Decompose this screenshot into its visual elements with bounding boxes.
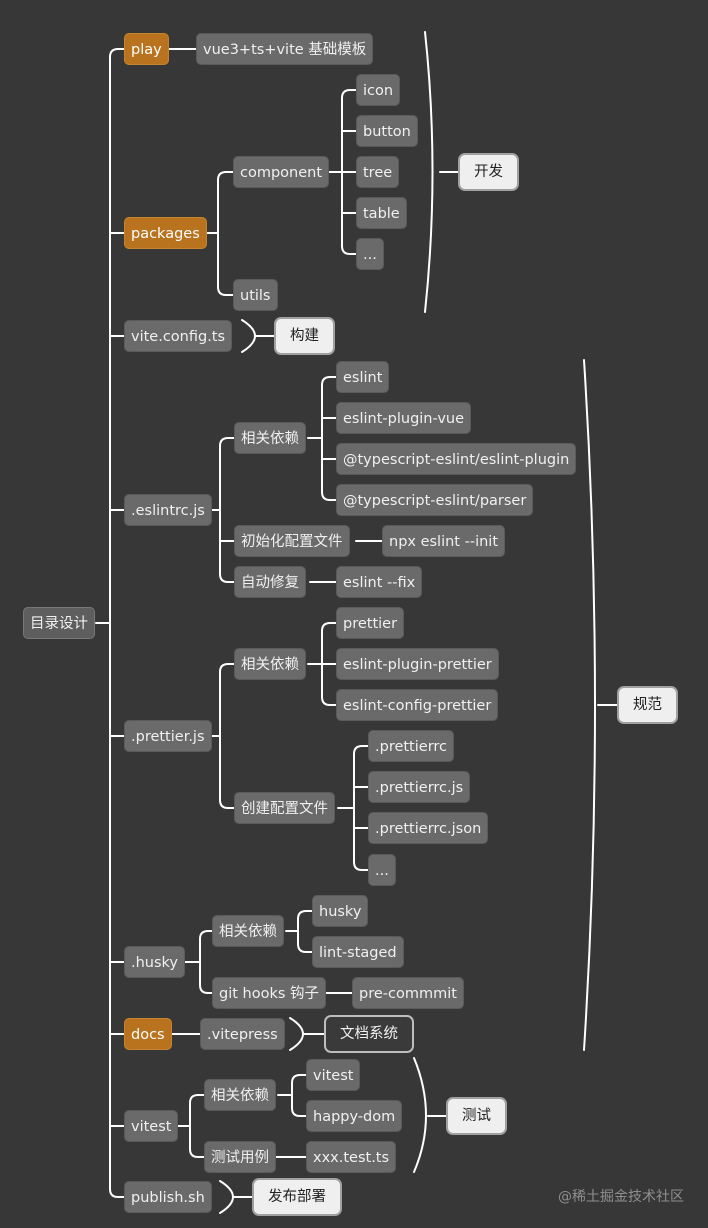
component-icon-node[interactable]: icon [356, 74, 401, 106]
husky-deps-node[interactable]: 相关依赖 [212, 915, 284, 947]
vitest-case-label-node[interactable]: 测试用例 [204, 1141, 276, 1173]
root-node[interactable]: 目录设计 [23, 607, 95, 639]
component-tree-node[interactable]: tree [356, 156, 400, 188]
prettier-create-node[interactable]: 创建配置文件 [234, 792, 335, 824]
component-node[interactable]: component [233, 156, 330, 188]
git-hooks-node[interactable]: git hooks 钩子 [212, 977, 327, 1009]
prettier-more-node[interactable]: ... [368, 854, 396, 886]
ts-eslint-plugin-node[interactable]: @typescript-eslint/eslint-plugin [336, 443, 577, 475]
summary-standard[interactable]: 规范 [617, 686, 678, 724]
component-table-node[interactable]: table [356, 197, 407, 229]
eslintrc-node[interactable]: .eslintrc.js [124, 494, 212, 526]
play-node[interactable]: play [124, 33, 169, 65]
summary-testing[interactable]: 测试 [446, 1097, 507, 1135]
packages-node[interactable]: packages [124, 217, 207, 249]
eslint-plugin-prettier-node[interactable]: eslint-plugin-prettier [336, 648, 499, 680]
summary-develop[interactable]: 开发 [458, 153, 519, 191]
prettierrc-json-node[interactable]: .prettierrc.json [368, 812, 489, 844]
eslint-dep-node[interactable]: eslint [336, 361, 390, 393]
eslint-deps-node[interactable]: 相关依赖 [234, 422, 306, 454]
vitest-deps-node[interactable]: 相关依赖 [204, 1079, 276, 1111]
docs-node[interactable]: docs [124, 1018, 172, 1050]
watermark: @稀土掘金技术社区 [558, 1189, 684, 1205]
vitest-node[interactable]: vitest [124, 1110, 179, 1142]
prettier-dep-node[interactable]: prettier [336, 607, 405, 639]
component-button-node[interactable]: button [356, 115, 418, 147]
husky-dep-node[interactable]: husky [312, 895, 369, 927]
eslint-plugin-vue-node[interactable]: eslint-plugin-vue [336, 402, 472, 434]
ts-eslint-parser-node[interactable]: @typescript-eslint/parser [336, 484, 534, 516]
vitepress-node[interactable]: .vitepress [200, 1018, 285, 1050]
utils-node[interactable]: utils [233, 279, 278, 311]
component-more-node[interactable]: ... [356, 238, 384, 270]
summary-docs-system[interactable]: 文档系统 [324, 1015, 414, 1053]
eslint-init-label-node[interactable]: 初始化配置文件 [234, 525, 350, 557]
prettier-deps-node[interactable]: 相关依赖 [234, 648, 306, 680]
pre-commit-node[interactable]: pre-commmit [352, 977, 464, 1009]
eslint-init-node[interactable]: npx eslint --init [382, 525, 505, 557]
prettierrc-js-node[interactable]: .prettierrc.js [368, 771, 471, 803]
eslint-config-prettier-node[interactable]: eslint-config-prettier [336, 689, 499, 721]
summary-build[interactable]: 构建 [274, 317, 335, 355]
prettierrc-node[interactable]: .prettierrc [368, 730, 455, 762]
eslint-fix-label-node[interactable]: 自动修复 [234, 566, 306, 598]
husky-node[interactable]: .husky [124, 946, 186, 978]
publish-node[interactable]: publish.sh [124, 1181, 212, 1213]
happy-dom-node[interactable]: happy-dom [306, 1100, 403, 1132]
eslint-fix-node[interactable]: eslint --fix [336, 566, 423, 598]
prettier-node[interactable]: .prettier.js [124, 720, 212, 752]
play-template-node[interactable]: vue3+ts+vite 基础模板 [196, 33, 374, 65]
summary-deploy[interactable]: 发布部署 [252, 1178, 342, 1216]
vite-config-node[interactable]: vite.config.ts [124, 320, 233, 352]
lint-staged-node[interactable]: lint-staged [312, 936, 404, 968]
vitest-case-node[interactable]: xxx.test.ts [306, 1141, 397, 1173]
vitest-dep-node[interactable]: vitest [306, 1059, 361, 1091]
